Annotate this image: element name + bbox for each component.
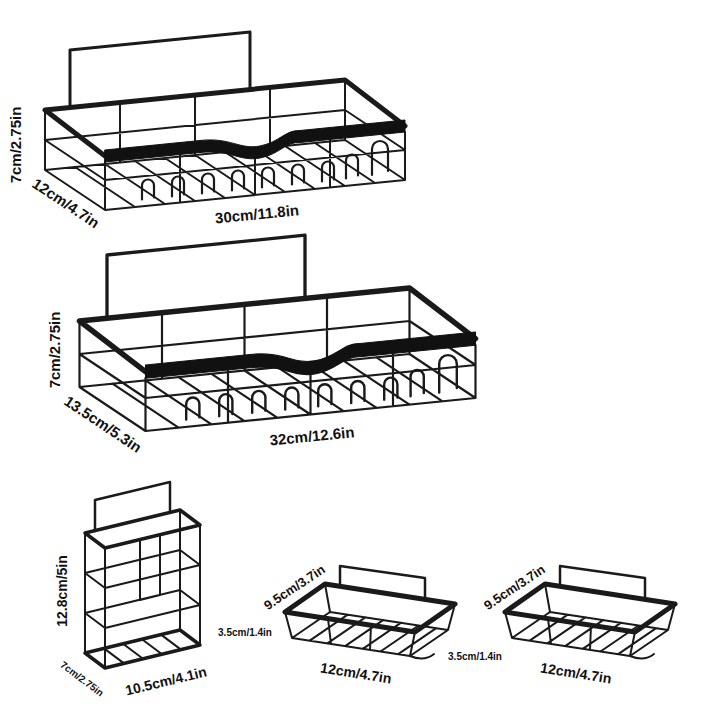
dimension-label: 12.8cm/5in bbox=[54, 553, 70, 629]
dimension-label: 12cm/4.7in bbox=[28, 173, 105, 232]
caddy-hanger bbox=[95, 482, 170, 531]
dimension-label: 3.5cm/1.4in bbox=[446, 651, 504, 663]
dimension-label: 3.5cm/1.4in bbox=[216, 627, 274, 639]
caddy-rims bbox=[85, 510, 200, 668]
dimension-label: 9.5cm/3.7in bbox=[260, 561, 330, 615]
dimension-label: 7cm/2.75in bbox=[46, 310, 63, 391]
dimension-label: 13.5cm/5.3in bbox=[59, 391, 146, 457]
toothbrush-caddy bbox=[85, 482, 200, 668]
dimension-label: 7cm/2.75in bbox=[57, 658, 108, 700]
dimension-label: 7cm/2.75in bbox=[7, 105, 24, 186]
large-basket bbox=[80, 235, 476, 431]
dimension-label: 30cm/11.8in bbox=[212, 201, 302, 227]
dimension-label: 9.5cm/3.7in bbox=[480, 561, 550, 615]
caddy-wires bbox=[85, 510, 200, 668]
dimension-label: 12cm/4.7in bbox=[537, 659, 614, 687]
dimension-label: 32cm/12.6in bbox=[267, 423, 357, 449]
small-basket bbox=[45, 32, 405, 210]
dimension-label: 12cm/4.7in bbox=[317, 659, 394, 687]
dimension-label: 10.5cm/4.1in bbox=[122, 663, 211, 699]
